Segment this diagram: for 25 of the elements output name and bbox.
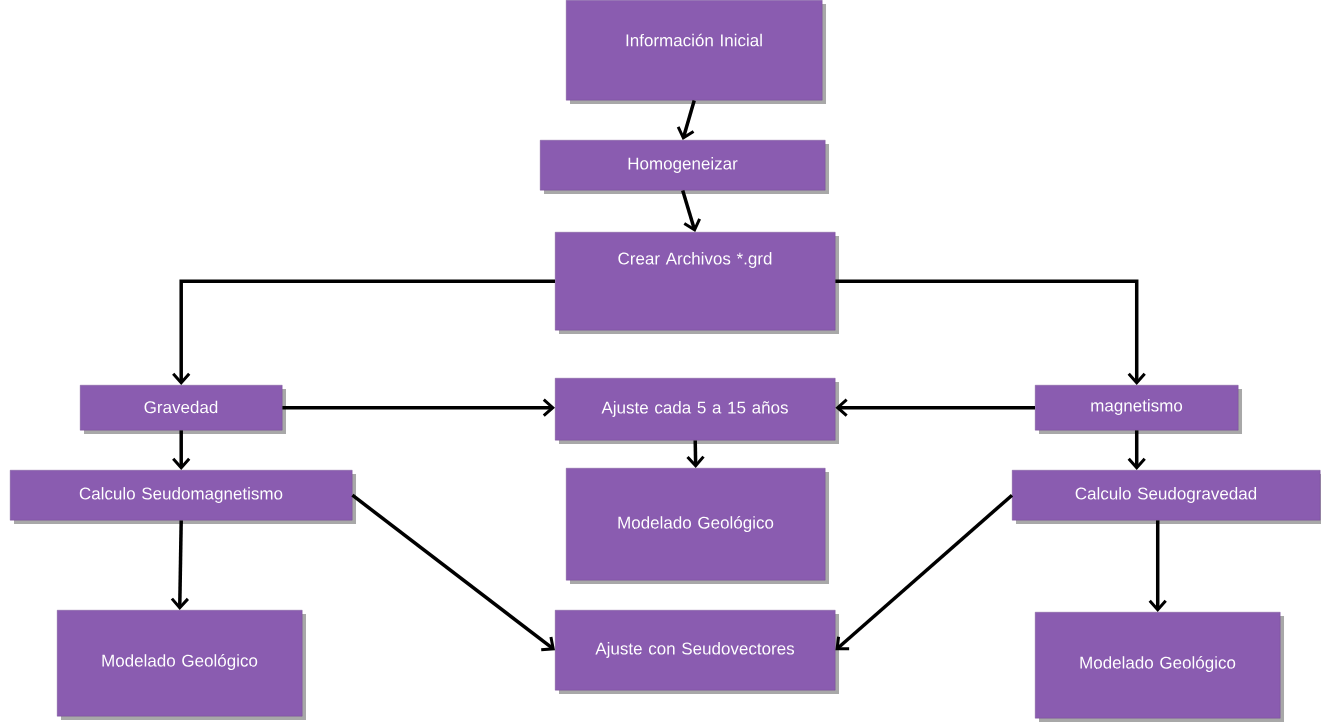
arrow xyxy=(170,520,189,610)
arrow xyxy=(172,279,555,385)
arrow xyxy=(1148,520,1167,612)
process-box: Calculo Seudomagnetismo xyxy=(10,470,356,524)
process-box: Ajuste cada 5 a 15 años xyxy=(555,378,839,444)
arrow xyxy=(282,398,555,417)
process-box: Modelado Geológico xyxy=(566,468,829,584)
arrow xyxy=(681,189,701,232)
process-box: Calculo Seudogravedad xyxy=(1012,470,1321,524)
process-box: Ajuste con Seudovectores xyxy=(555,610,839,694)
arrow xyxy=(1127,430,1146,470)
process-box: Modelado Geológico xyxy=(1035,612,1284,722)
process-box: Gravedad xyxy=(80,385,286,434)
arrow xyxy=(172,430,191,470)
arrow xyxy=(676,99,696,140)
process-box: Homogeneizar xyxy=(540,140,829,194)
arrow xyxy=(686,440,705,468)
process-box: Información Inicial xyxy=(566,0,826,104)
arrow xyxy=(351,493,555,652)
process-box: Modelado Geológico xyxy=(57,610,306,720)
arrow xyxy=(835,279,1146,385)
arrow xyxy=(835,398,1035,417)
process-box: magnetismo xyxy=(1035,385,1242,434)
process-box: Crear Archivos *.grd xyxy=(555,232,839,334)
arrow xyxy=(835,493,1014,651)
